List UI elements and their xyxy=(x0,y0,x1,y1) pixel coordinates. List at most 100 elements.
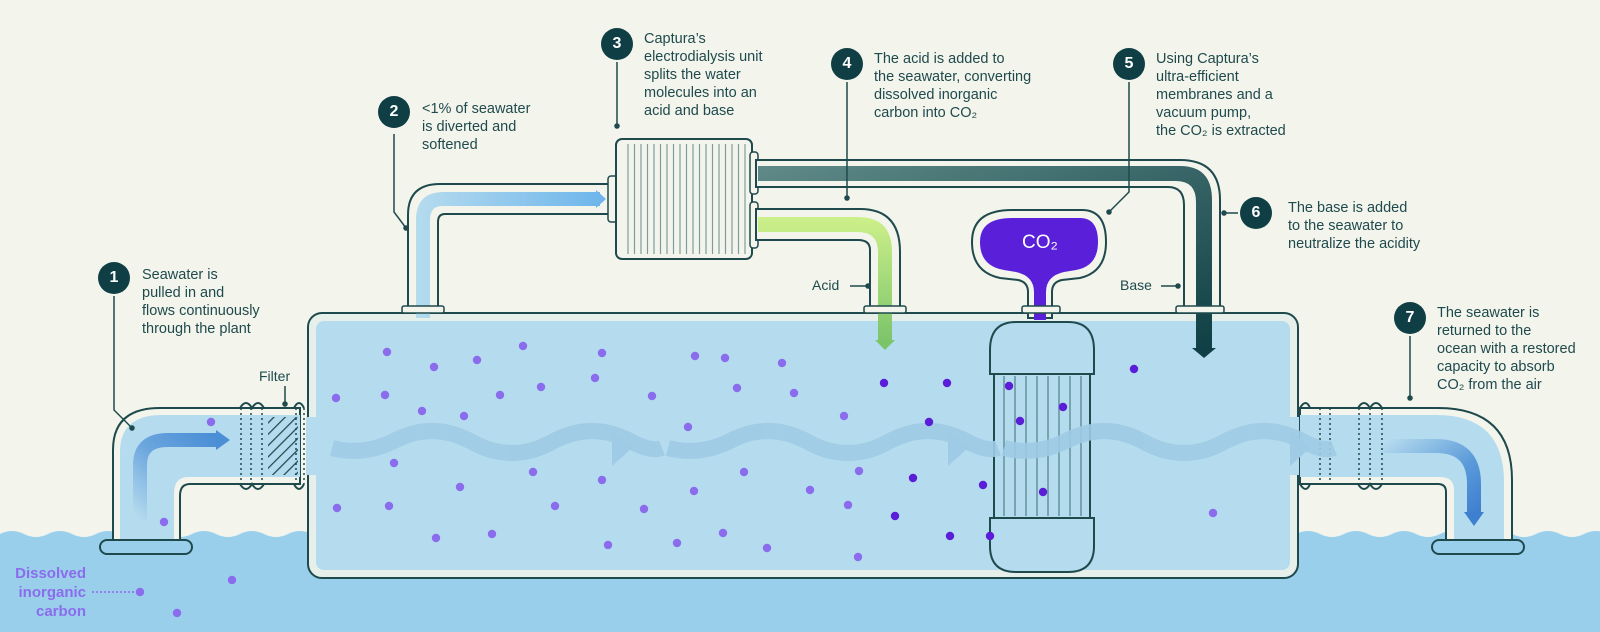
filter xyxy=(268,417,298,475)
divert-pipe xyxy=(401,183,613,318)
carbon-particle xyxy=(683,422,693,432)
carbon-particle xyxy=(206,417,216,427)
flow-arrows xyxy=(329,423,1337,461)
step-4-line: the seawater, converting xyxy=(874,69,1032,85)
flow-arrow-2 xyxy=(665,423,1001,461)
carbon-particle xyxy=(528,467,538,477)
step-text-2: <1% of seawater is diverted and softened xyxy=(422,100,530,154)
acid-label: Acid xyxy=(812,277,840,293)
carbon-particle xyxy=(839,411,849,421)
carbon-particle xyxy=(550,501,560,511)
co2-particle xyxy=(924,417,934,427)
carbon-particle xyxy=(429,362,439,372)
step-7-line: capacity to absorb xyxy=(1437,359,1555,375)
carbon-particle xyxy=(389,458,399,468)
outlet-pipe xyxy=(1299,402,1525,555)
step-1-line: through the plant xyxy=(142,321,251,337)
step-6-line: neutralize the acidity xyxy=(1288,236,1421,252)
carbon-particle xyxy=(455,482,465,492)
carbon-particle xyxy=(590,373,600,383)
co2-particle xyxy=(890,511,900,521)
carbon-particle xyxy=(732,383,742,393)
co2-particle xyxy=(879,378,889,388)
carbon-particle xyxy=(639,504,649,514)
carbon-particle xyxy=(135,587,145,597)
carbon-particle xyxy=(382,347,392,357)
co2-particle xyxy=(942,378,952,388)
step-6-line: The base is added xyxy=(1288,200,1408,216)
base-label: Base xyxy=(1120,277,1152,293)
dic-line: Dissolved xyxy=(15,565,86,582)
electrodialysis-unit xyxy=(607,138,759,260)
carbon-particle xyxy=(854,466,864,476)
flow-arrow-1 xyxy=(329,423,665,461)
step-badge-5: 5 xyxy=(1113,48,1145,80)
carbon-particle xyxy=(417,406,427,416)
step-3-line: acid and base xyxy=(644,103,735,119)
step-text-3: Captura’s electrodialysis unit splits th… xyxy=(644,30,762,120)
step-text-4: The acid is added to the seawater, conve… xyxy=(874,50,1031,122)
carbon-particle xyxy=(384,501,394,511)
filter-label: Filter xyxy=(259,368,291,384)
step-badge-4: 4 xyxy=(831,48,863,80)
carbon-particle xyxy=(597,475,607,485)
carbon-particle xyxy=(720,353,730,363)
step-badge-2: 2 xyxy=(378,96,410,128)
step-5-line: vacuum pump, xyxy=(1156,105,1252,121)
carbon-particle xyxy=(853,552,863,562)
carbon-particle xyxy=(1208,508,1218,518)
carbon-particle xyxy=(172,608,182,618)
flow-arrow-3 xyxy=(1001,423,1337,461)
carbon-particle xyxy=(487,529,497,539)
leader-lines xyxy=(92,62,1413,593)
step-badge-6: 6 xyxy=(1240,197,1272,229)
carbon-particle xyxy=(672,538,682,548)
step-3-line: electrodialysis unit xyxy=(644,49,763,65)
dissolved-inorganic-carbon-label: Dissolved inorganic carbon xyxy=(4,564,86,621)
carbon-particle xyxy=(777,358,787,368)
step-7-line: The seawater is xyxy=(1437,305,1540,321)
step-1-line: Seawater is xyxy=(142,267,218,283)
step-3-line: splits the water xyxy=(644,67,741,83)
carbon-particle xyxy=(647,391,657,401)
step-7-line: returned to the xyxy=(1437,323,1532,339)
step-5-line: membranes and a xyxy=(1156,87,1273,103)
step-text-7: The seawater is returned to the ocean wi… xyxy=(1437,304,1576,394)
step-4-line: carbon into CO₂ xyxy=(874,105,978,121)
step-7-line: CO₂ from the air xyxy=(1437,377,1542,393)
step-3-line: molecules into an xyxy=(644,85,757,101)
carbon-particle xyxy=(789,388,799,398)
step-5-line: ultra-efficient xyxy=(1156,69,1239,85)
step-4-line: The acid is added to xyxy=(874,51,1005,67)
carbon-particle xyxy=(762,543,772,553)
carbon-particle xyxy=(518,341,528,351)
dic-line: inorganic xyxy=(18,584,86,601)
carbon-particle xyxy=(332,503,342,513)
carbon-particle xyxy=(805,485,815,495)
co2-tank-label: CO₂ xyxy=(1022,232,1058,253)
co2-particle xyxy=(1038,487,1048,497)
co2-particle xyxy=(985,531,995,541)
co2-particle xyxy=(1004,381,1014,391)
intake-pipe xyxy=(99,402,305,555)
co2-particle xyxy=(978,480,988,490)
step-1-line: flows continuously xyxy=(142,303,260,319)
carbon-particle xyxy=(472,355,482,365)
base-pipe xyxy=(755,159,1225,358)
carbon-particle xyxy=(227,575,237,585)
co2-extraction-unit xyxy=(970,209,1108,573)
carbon-particle xyxy=(690,351,700,361)
carbon-particle xyxy=(536,382,546,392)
carbon-particle xyxy=(380,390,390,400)
step-7-line: ocean with a restored xyxy=(1437,341,1576,357)
step-text-6: The base is added to the seawater to neu… xyxy=(1288,199,1420,253)
carbon-particle xyxy=(689,486,699,496)
carbon-particle xyxy=(331,393,341,403)
step-2-line: softened xyxy=(422,137,478,153)
carbon-particle xyxy=(159,517,169,527)
step-6-line: to the seawater to xyxy=(1288,218,1404,234)
co2-particle xyxy=(1129,364,1139,374)
step-5-line: the CO₂ is extracted xyxy=(1156,123,1286,139)
dic-line: carbon xyxy=(35,603,86,620)
